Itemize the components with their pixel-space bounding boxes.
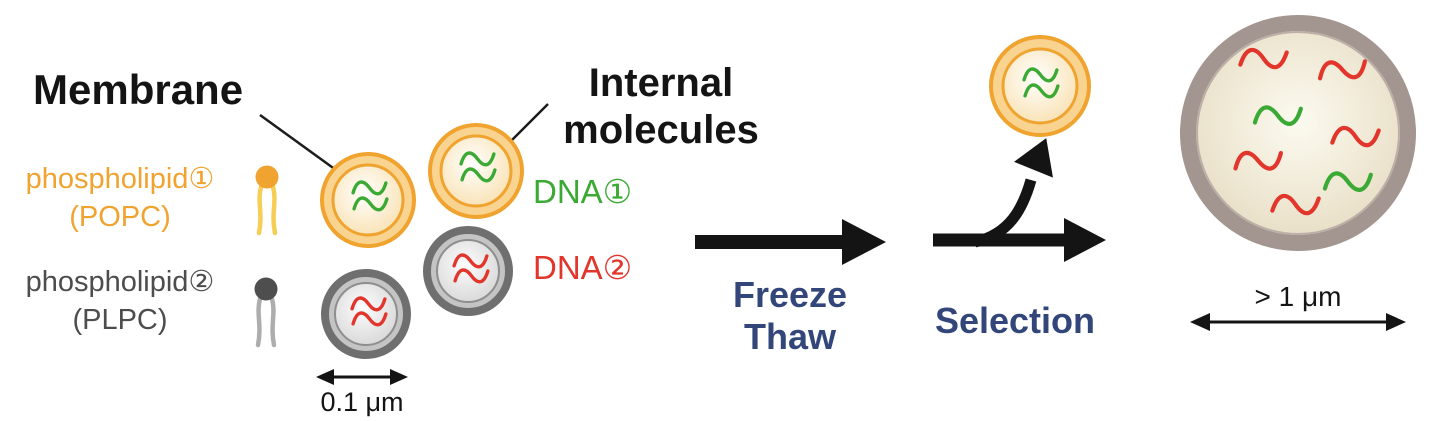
dna1-label: DNA①	[533, 173, 633, 210]
lipid-plpc-icon	[254, 277, 278, 348]
dna2-label: DNA②	[533, 249, 633, 286]
vesicle-popc-2	[428, 123, 524, 219]
phospholipid1-block: phospholipid① (POPC)	[0, 160, 240, 237]
phospholipid2-label: phospholipid②	[25, 266, 215, 298]
lipid-popc-icon	[255, 165, 279, 236]
freeze-label: Freeze	[732, 274, 848, 315]
selection-label: Selection	[934, 300, 1096, 341]
internal-molecules-line1: Internal	[588, 61, 734, 105]
freeze-thaw-label: Freeze Thaw	[700, 274, 880, 359]
scale-large-label: > 1 μm	[1254, 281, 1342, 312]
scale-small-label: 0.1 μm	[320, 387, 404, 417]
vesicle-plpc-2	[423, 226, 513, 316]
phospholipid2-block: phospholipid② (PLPC)	[0, 263, 240, 340]
internal-molecules-line2: molecules	[563, 108, 759, 153]
selection-arrow	[933, 138, 1106, 262]
vesicle-large	[1180, 15, 1416, 251]
scale-bar-large-arrow	[1190, 313, 1406, 331]
phospholipid2-name: (PLPC)	[72, 304, 168, 337]
vesicle-popc-1	[320, 152, 416, 248]
scale-bar-small-arrow	[316, 369, 408, 385]
membrane-leader-line	[259, 113, 337, 172]
membrane-label: Membrane	[33, 66, 244, 113]
thaw-label: Thaw	[743, 316, 836, 358]
internal-molecules-label: Internal molecules	[536, 60, 786, 154]
phospholipid1-label: phospholipid①	[25, 163, 215, 195]
vesicle-selected	[989, 35, 1091, 137]
phospholipid1-name: (POPC)	[69, 201, 171, 234]
freeze-thaw-arrow	[695, 219, 886, 265]
vesicle-plpc-1	[321, 269, 411, 359]
